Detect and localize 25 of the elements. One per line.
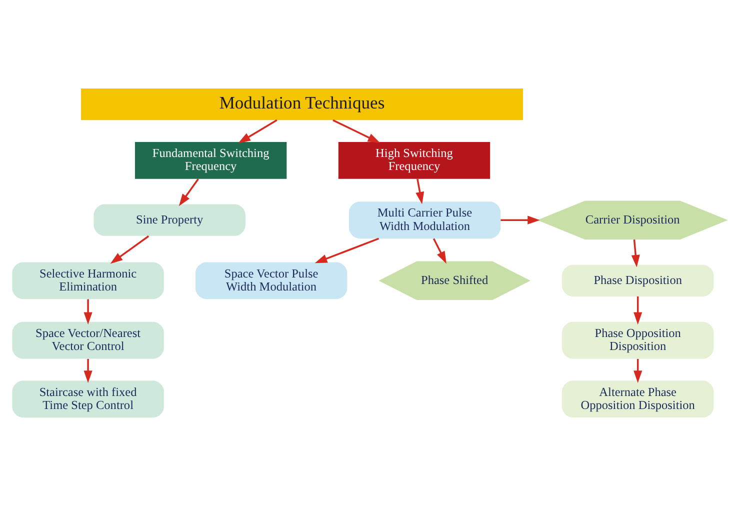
arrow <box>84 298 92 324</box>
arrow <box>634 358 642 382</box>
node-box: Phase Disposition <box>562 264 714 296</box>
arrow <box>110 234 150 264</box>
node-box: Fundamental Switching Frequency <box>134 142 287 178</box>
arrow <box>634 296 642 324</box>
node-box: Space Vector/Nearest Vector Control <box>12 321 164 358</box>
arrow <box>416 178 424 204</box>
arrow <box>314 237 380 263</box>
node-box: High Switching Frequency <box>338 142 490 178</box>
node-box: Staircase with fixed Time Step Control <box>12 380 164 417</box>
node-box: Selective Harmonic Elimination <box>12 262 164 299</box>
node-box: Phase Opposition Disposition <box>562 321 714 358</box>
arrow <box>178 178 199 206</box>
node-box: Modulation Techniques <box>81 88 523 120</box>
arrow <box>631 238 640 267</box>
arrow <box>238 118 278 143</box>
arrow <box>432 238 446 264</box>
node-box: Multi Carrier Pulse Width Modulation <box>348 201 501 238</box>
arrow <box>500 215 540 224</box>
node-box: Sine Property <box>94 204 246 236</box>
arrow <box>332 118 380 143</box>
arrow <box>84 358 92 382</box>
node-box: Alternate Phase Opposition Disposition <box>562 380 714 417</box>
node-box: Space Vector Pulse Width Modulation <box>195 262 348 299</box>
